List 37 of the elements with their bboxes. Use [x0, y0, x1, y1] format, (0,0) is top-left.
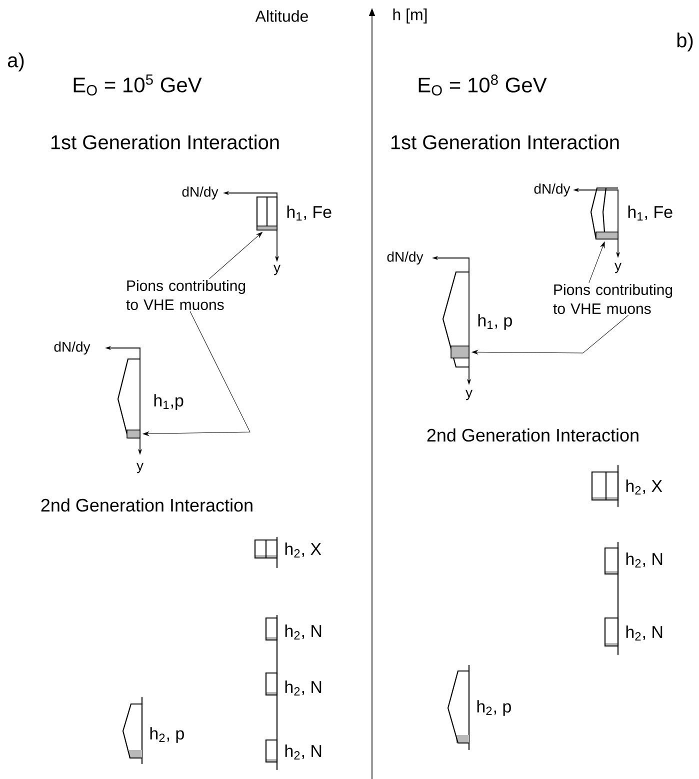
text-label: h$_{2}$, N	[626, 552, 662, 568]
leader-arrow	[588, 242, 605, 284]
text-label: h$_{1}$, Fe	[628, 206, 672, 220]
text-label: h$_{2}$, p	[150, 727, 184, 743]
callout-text: Pions contributing to VHE muons	[126, 280, 246, 310]
text-label: h$_{2}$, N	[285, 624, 322, 640]
text-label: y	[466, 390, 472, 400]
text-label: dN/dy	[182, 186, 218, 200]
text-label: 1st Generation Interaction	[391, 134, 619, 150]
text-label: h$_{2}$, N	[626, 626, 662, 640]
text-label: 2nd Generation Interaction	[41, 498, 252, 512]
leader-arrow	[472, 314, 629, 354]
text-label: h$_{2}$, N	[285, 744, 322, 760]
text-label: y	[614, 262, 622, 274]
text-label: b)	[677, 32, 693, 52]
text-label: 2nd Generation Interaction	[427, 428, 638, 442]
text-label: Altitude	[255, 10, 308, 22]
text-label: E$_{O}$ = 10$^{5}$ GeV	[74, 74, 202, 96]
text-label: h$_{1}$, Fe	[287, 206, 332, 220]
hatched-region	[450, 346, 470, 358]
text-label: h$_{2}$, p	[477, 700, 511, 716]
hatched-region	[596, 232, 618, 240]
callout-text: Pions contributing to VHE muons	[553, 284, 672, 314]
text-label: dN/dy	[54, 341, 90, 355]
text-label: dN/dy	[387, 251, 424, 265]
text-label: h$_{2}$, X	[626, 480, 662, 494]
hatched-region	[126, 430, 140, 438]
text-label: h$_{2}$, N	[285, 680, 322, 696]
text-label: h$_{2}$, X	[285, 542, 322, 558]
text-label: y	[136, 462, 144, 474]
hatched-region	[256, 226, 278, 230]
leader-arrow	[209, 232, 262, 280]
text-label: h [m]	[393, 8, 427, 24]
text-label: a)	[8, 52, 24, 72]
text-label: E$_{O}$ = 10$^{8}$ GeV	[418, 74, 547, 96]
leader-arrow	[142, 310, 250, 436]
text-label: y	[274, 264, 280, 276]
